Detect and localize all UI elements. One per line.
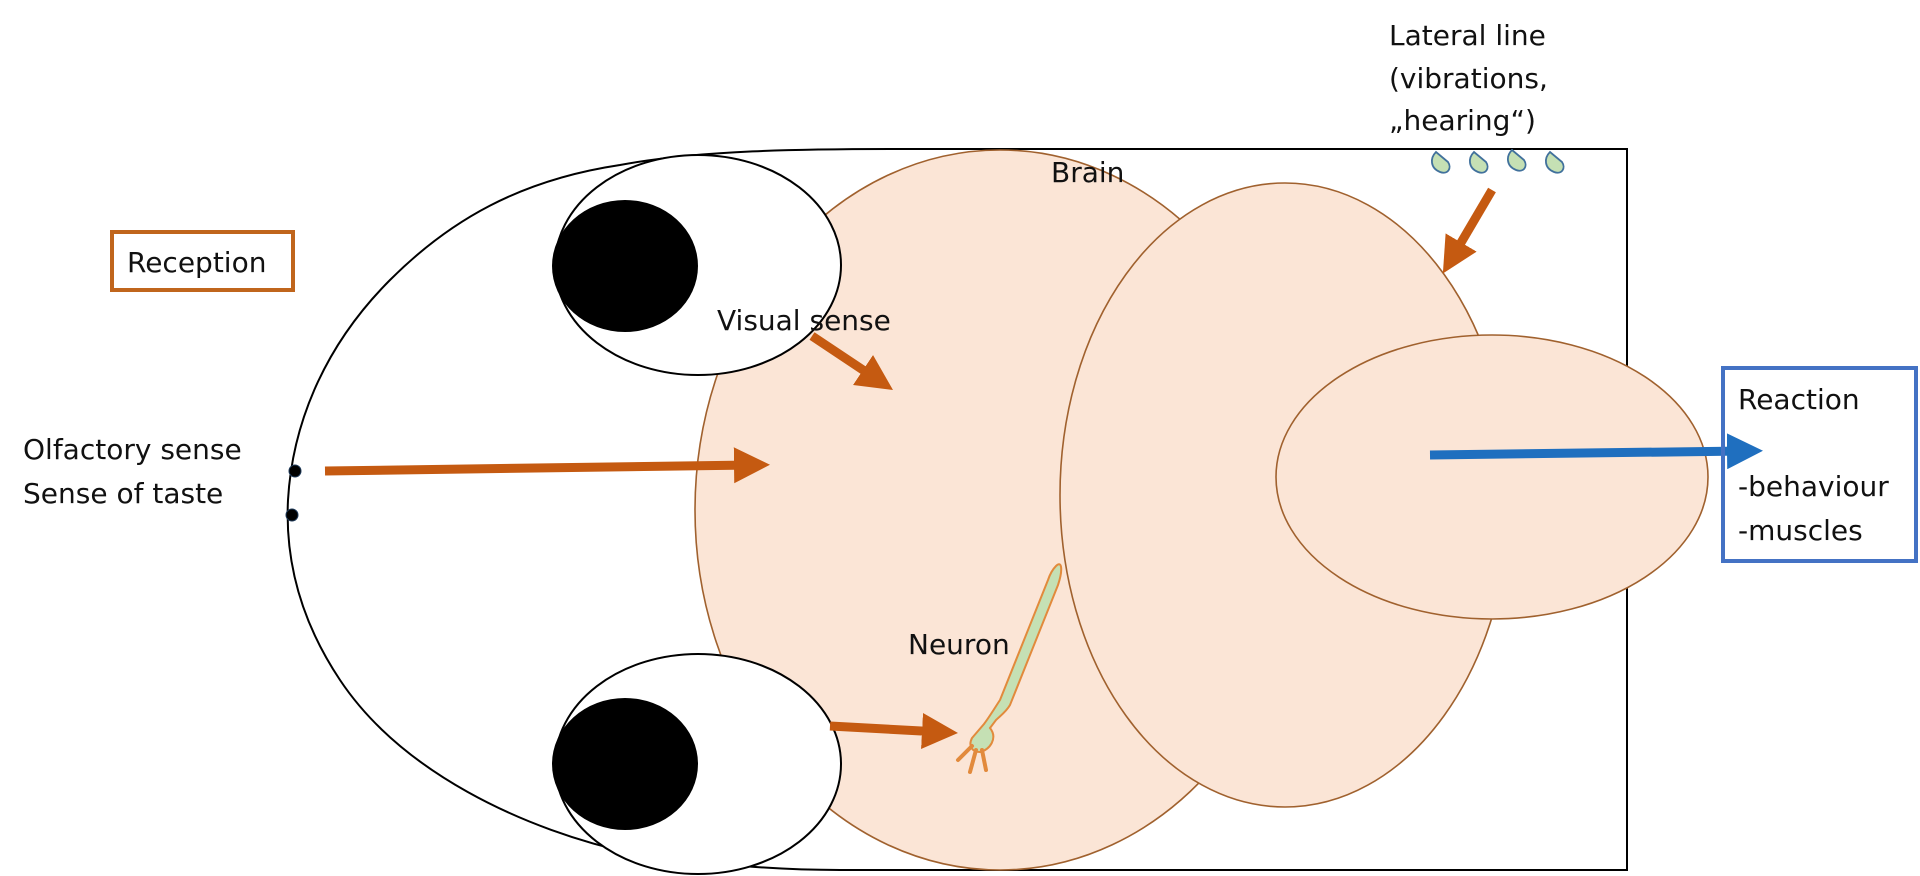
- taste-label: Sense of taste: [23, 477, 223, 510]
- lateral-organ-icon: [1507, 148, 1527, 172]
- visual-label: Visual sense: [717, 304, 891, 337]
- lateral-line-label-1: Lateral line: [1389, 19, 1546, 52]
- lateral-line-organs: [1431, 148, 1565, 174]
- lateral-organ-icon: [1431, 150, 1451, 174]
- lateral-line-label-3: „hearing“): [1389, 104, 1536, 137]
- eye-bottom: [552, 653, 842, 875]
- olfactory-point: [288, 464, 302, 478]
- reaction-label: Reaction: [1738, 383, 1860, 416]
- lateral-organ-icon: [1545, 150, 1565, 174]
- olfactory-arrow: [324, 447, 770, 484]
- olfactory-label: Olfactory sense: [23, 433, 242, 466]
- pupil-bottom: [552, 698, 698, 830]
- hindbrain: [1275, 334, 1709, 620]
- pupil-top: [552, 200, 698, 332]
- visual-arrow-bottom: [829, 713, 958, 749]
- lateral-organ-icon: [1469, 150, 1489, 174]
- eye-top: [552, 154, 842, 376]
- lateral-line-arrow: [1442, 187, 1496, 274]
- reaction-item-muscles: -muscles: [1738, 514, 1863, 547]
- lateral-line-label-2: (vibrations,: [1389, 62, 1548, 95]
- reaction-item-behaviour: -behaviour: [1738, 470, 1889, 503]
- reception-label: Reception: [127, 246, 266, 279]
- reaction-arrow: [1429, 433, 1763, 470]
- taste-point: [285, 508, 299, 522]
- reception-box: [110, 230, 295, 292]
- reaction-box: [1721, 366, 1918, 563]
- brain-label: Brain: [1051, 156, 1124, 189]
- neuron-label: Neuron: [908, 628, 1010, 661]
- visual-arrow-top: [809, 332, 893, 390]
- neuron-icon: [956, 563, 1063, 774]
